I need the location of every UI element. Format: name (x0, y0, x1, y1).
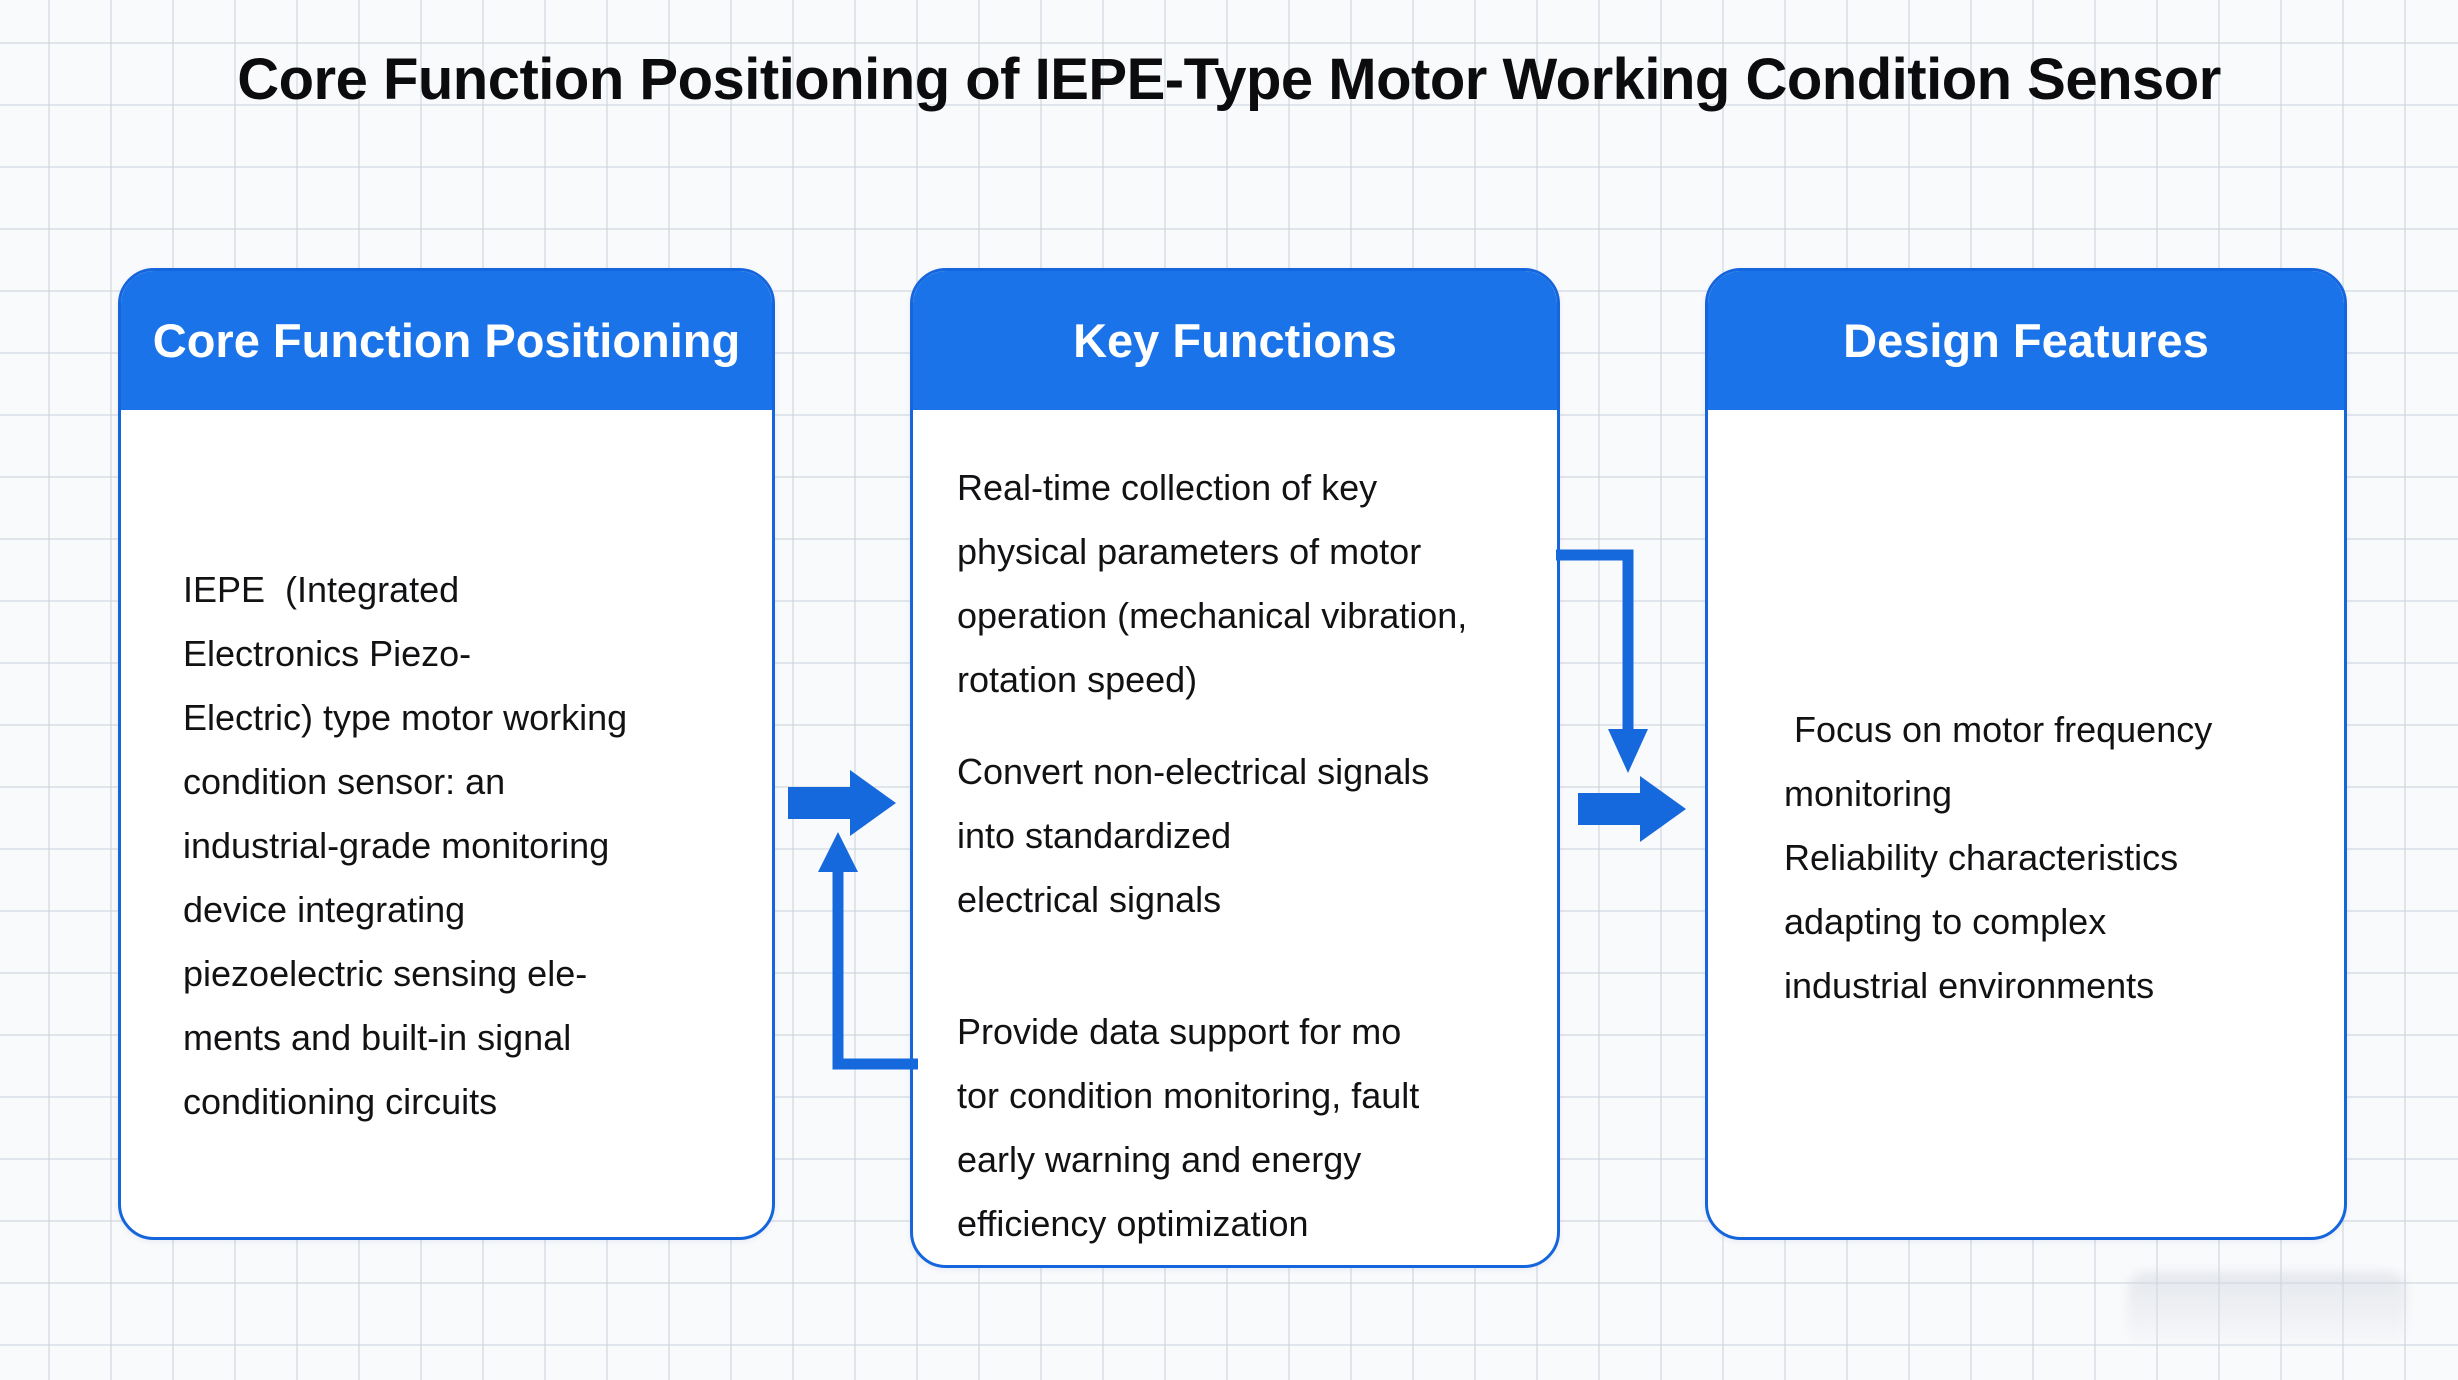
arrow-down-elbow-icon (1556, 549, 1648, 773)
card-key-functions-body: Real-time collection of key physical par… (913, 410, 1557, 1256)
watermark-blur (2128, 1272, 2406, 1344)
card-core-header: Core Function Positioning (121, 271, 772, 410)
card-core-header-label: Core Function Positioning (152, 314, 741, 367)
key-function-paragraph-3: Provide data support for mo tor conditio… (957, 1011, 1420, 1244)
card-key-functions-header: Key Functions (913, 271, 1557, 410)
key-function-paragraph-2: Convert non-electrical signals into stan… (957, 751, 1430, 920)
card-key-functions: Key Functions Real-time collection of ke… (910, 268, 1560, 1268)
card-design-features: Design Features Focus on motor frequency… (1705, 268, 2347, 1240)
key-function-paragraph-1: Real-time collection of key physical par… (957, 467, 1468, 700)
page-title: Core Function Positioning of IEPE-Type M… (237, 47, 2221, 112)
arrow-right-icon (1578, 776, 1686, 842)
card-core-paragraph: IEPE (Integrated Electronics Piezo- Elec… (183, 569, 628, 1122)
arrow-right-icon (788, 770, 896, 836)
card-core-body: IEPE (Integrated Electronics Piezo- Elec… (121, 410, 772, 1134)
card-core-function-positioning: Core Function Positioning IEPE (Integrat… (118, 268, 775, 1240)
design-features-paragraph: Focus on motor frequency monitoring Reli… (1784, 709, 2213, 1006)
arrow-up-elbow-icon (818, 832, 918, 1070)
card-design-features-header: Design Features (1708, 271, 2344, 410)
card-design-features-body: Focus on motor frequency monitoring Reli… (1708, 410, 2344, 1018)
card-design-features-header-label: Design Features (1843, 314, 2209, 367)
card-key-functions-header-label: Key Functions (1073, 314, 1397, 367)
